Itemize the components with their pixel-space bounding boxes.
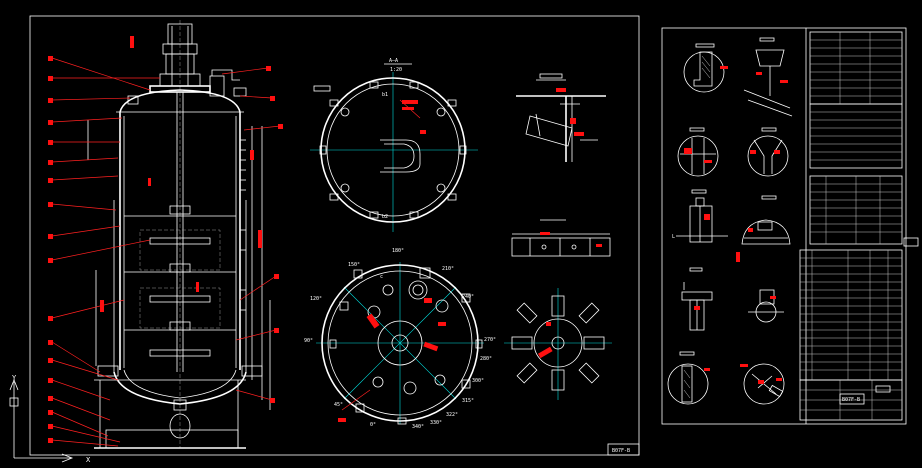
angle-280: 280° <box>480 356 492 362</box>
svg-text:L: L <box>672 234 675 240</box>
angle-240: 240° <box>462 294 474 300</box>
ucs-axis-icon: Y X <box>9 374 91 464</box>
section-label: A—A <box>389 58 398 64</box>
section-scale: 1:20 <box>390 67 402 73</box>
detail-flange-5: L <box>672 189 728 243</box>
leader-callouts <box>48 36 283 447</box>
detail-lug-7 <box>681 267 713 331</box>
detail-head-6 <box>736 195 791 262</box>
feed-pipe <box>380 139 421 173</box>
baffle-plate <box>511 237 611 257</box>
angle-45: 45° <box>334 402 343 408</box>
impeller-hub <box>533 318 583 368</box>
angle-340: 340° <box>412 424 424 430</box>
nozzle-pipe <box>525 115 573 147</box>
nozzle-label-c: c <box>380 274 383 280</box>
detail-title-block: B07F-B <box>842 397 860 403</box>
angle-270: 270° <box>484 337 496 343</box>
angle-210: 210° <box>442 266 454 272</box>
angle-180: 180° <box>392 248 404 254</box>
axis-x-label: X <box>86 456 91 464</box>
detail-sheet: L <box>661 27 919 425</box>
detail-circle-3 <box>677 127 719 177</box>
detail-sheet-border <box>661 27 907 425</box>
angle-150: 150° <box>348 262 360 268</box>
angle-0: 0° <box>370 422 376 428</box>
detail-baffle <box>511 219 611 257</box>
section-view-aa: A—A 1:20 b1 b2 <box>310 58 478 232</box>
manhole <box>169 413 191 439</box>
detail-impeller <box>504 288 612 400</box>
detail-circle-1 <box>683 43 728 93</box>
angle-300: 300° <box>472 378 484 384</box>
main-title-block: B07F-B <box>612 448 630 454</box>
vessel-elevation <box>87 20 271 449</box>
bottom-head <box>113 371 247 405</box>
angle-330: 330° <box>430 420 442 426</box>
angle-90: 90° <box>304 338 313 344</box>
angle-120: 120° <box>310 296 322 302</box>
top-head <box>119 89 241 113</box>
detail-circle-10 <box>740 363 785 405</box>
angle-315: 315° <box>462 398 474 404</box>
angle-322: 322° <box>446 412 458 418</box>
orientation-view: 180° 150° 210° 120° 240° 90° 270° 280° 3… <box>304 248 496 430</box>
spec-tables: B07F-B <box>799 31 919 421</box>
detail-valve-8 <box>748 289 784 323</box>
nozzle-label-b2: b2 <box>382 214 388 220</box>
detail-pipe-2 <box>743 37 793 117</box>
detail-nozzle <box>516 73 606 162</box>
detail-circle-9 <box>667 351 710 405</box>
main-sheet-border <box>29 15 640 456</box>
nozzle-label-b1: b1 <box>382 92 388 98</box>
detail-circle-4 <box>747 127 789 177</box>
top-plan-outer <box>320 77 466 223</box>
orientation-outer <box>321 264 479 422</box>
axis-y-label: Y <box>12 374 17 382</box>
main-sheet: A—A 1:20 b1 b2 <box>29 15 640 456</box>
